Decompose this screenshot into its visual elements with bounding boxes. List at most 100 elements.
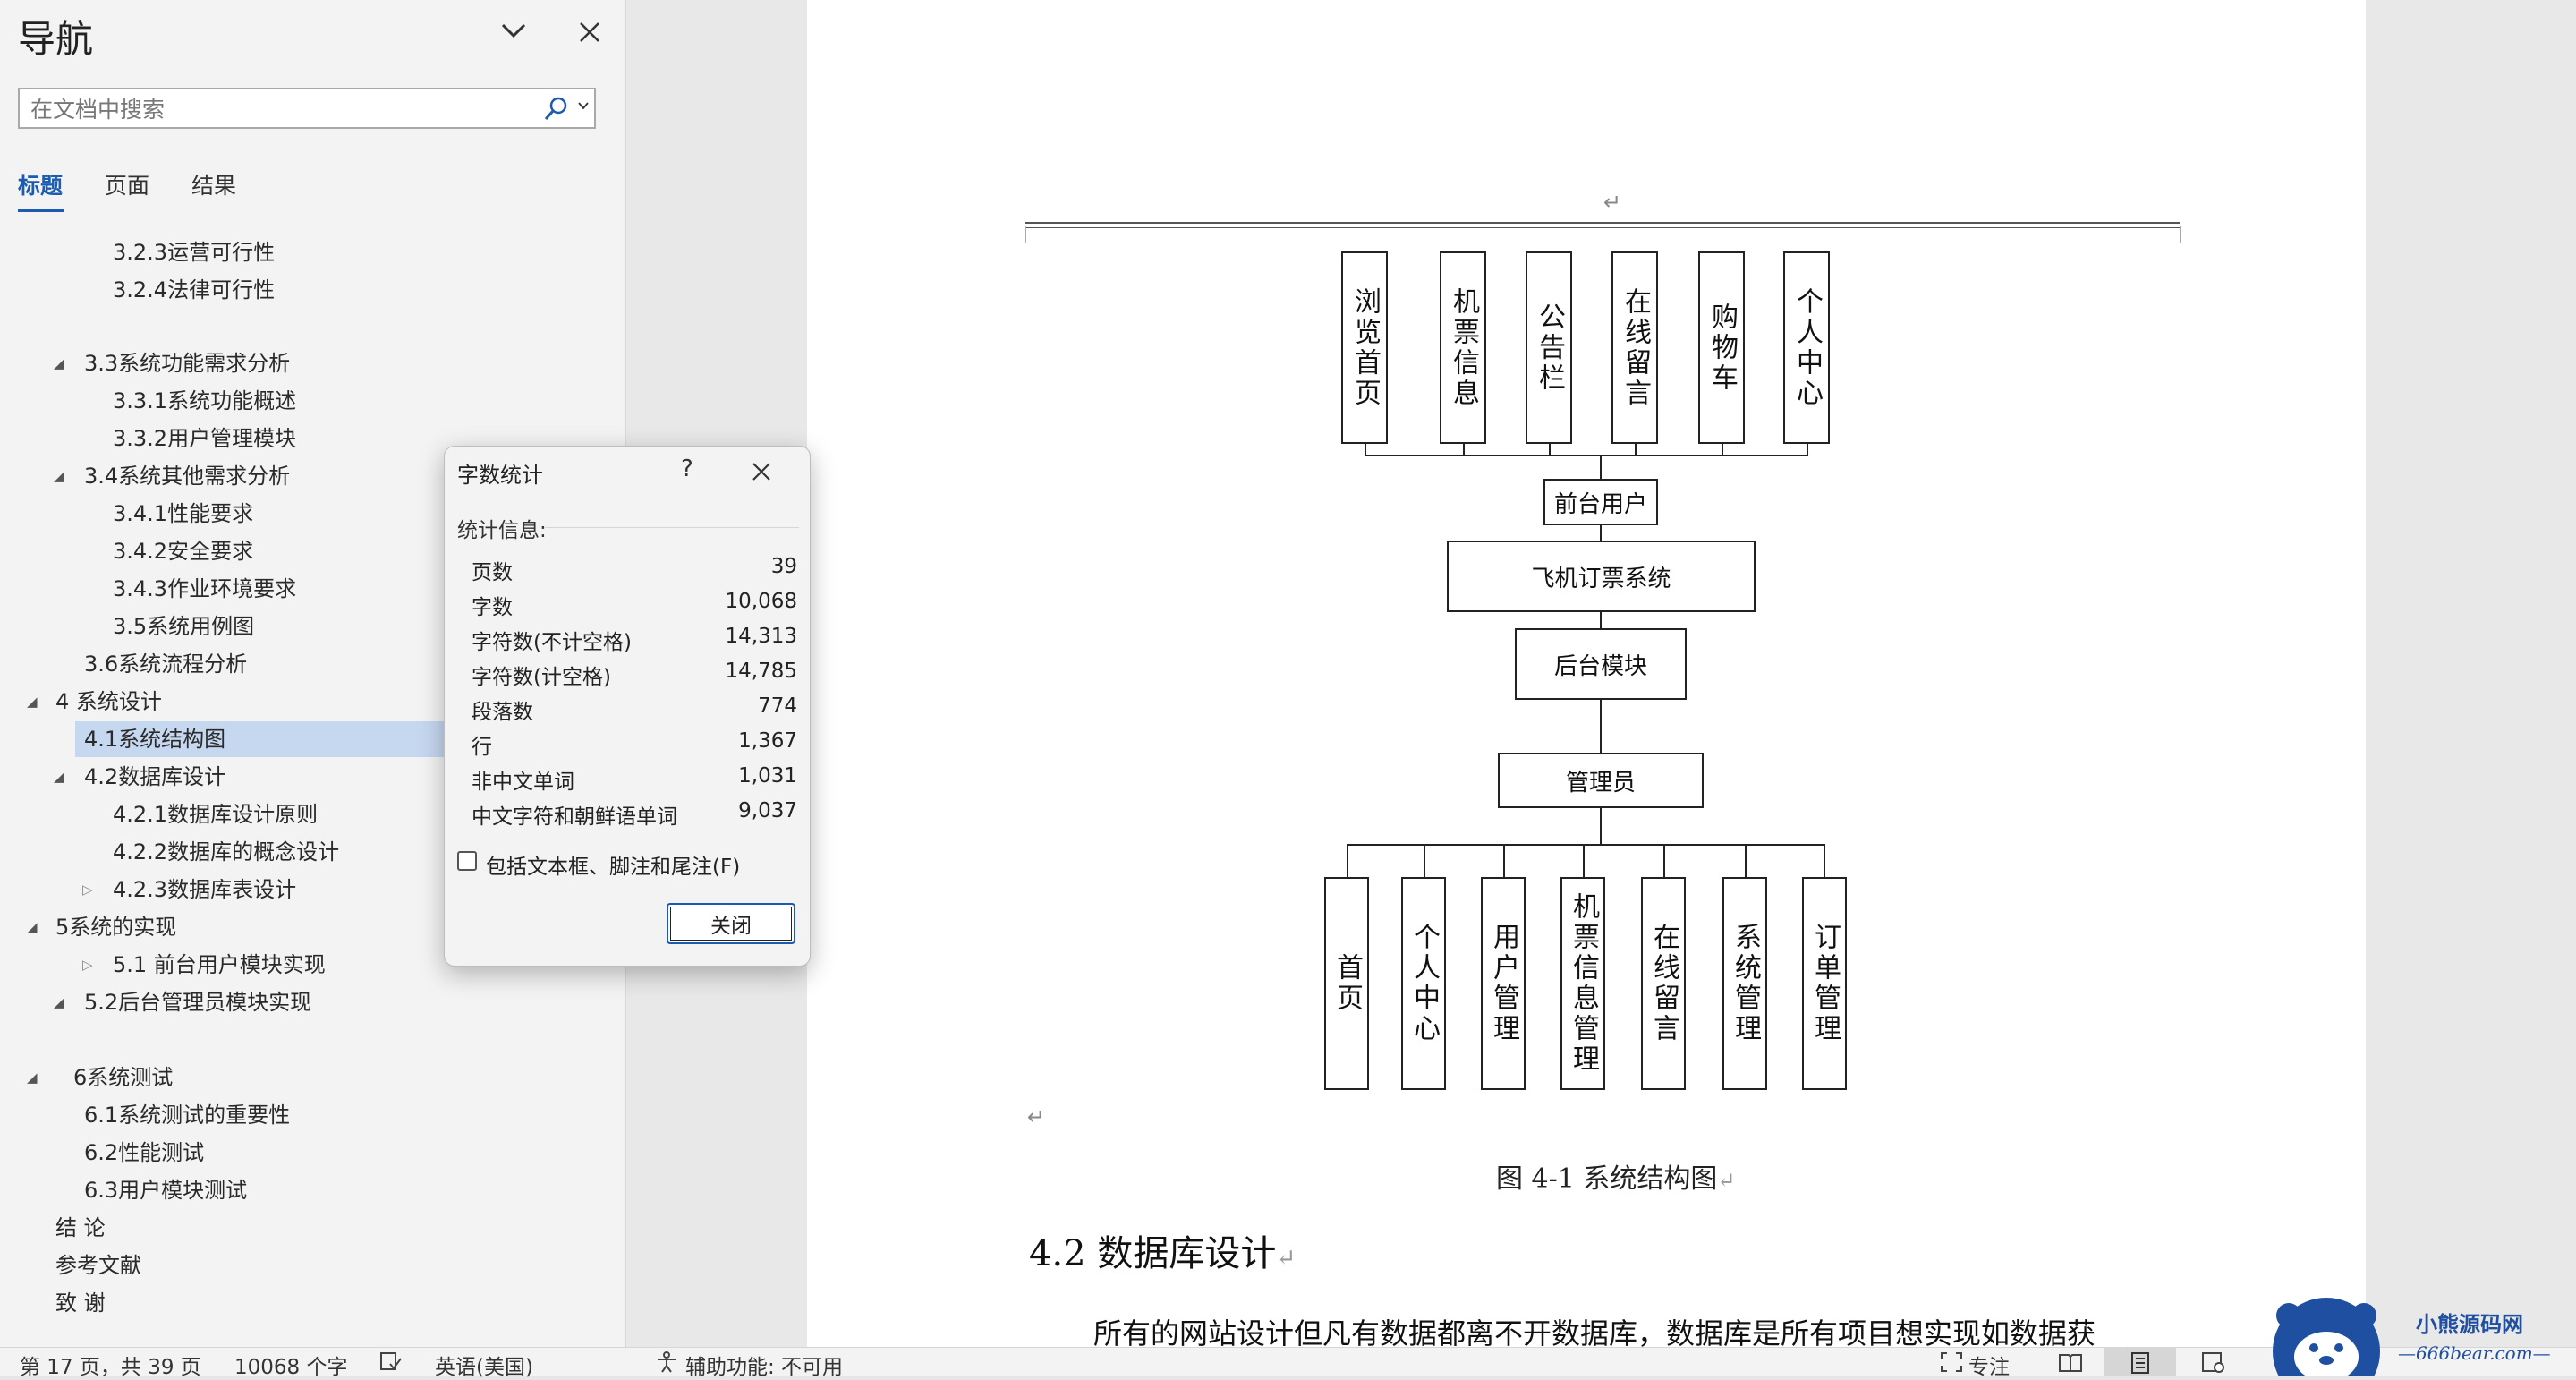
right-gutter [2366,0,2576,1347]
tab-underline [18,209,64,212]
include-textbox-checkbox[interactable] [457,851,477,871]
paragraph-mark-icon: ↵ [1603,190,1622,215]
stat-row: 字符数(不计空格)14,313 [472,625,797,654]
connector [1600,700,1602,754]
module-home: 首页 [1324,877,1369,1090]
collapse-triangle-icon[interactable]: ◢ [27,1069,38,1086]
connector [1503,844,1505,878]
section-heading[interactable]: 4.2 数据库设计↵ [1029,1233,1297,1274]
help-button[interactable]: ? [681,456,693,482]
outline-item[interactable]: 3.6系统流程分析 [84,652,248,677]
connector [1347,844,1825,846]
front-user-box: 前台用户 [1543,479,1658,525]
margin-mark [2180,226,2181,243]
outline-item[interactable]: 3.3系统功能需求分析 [84,351,291,376]
outline-item[interactable]: 3.3.2用户管理模块 [113,426,297,451]
collapse-triangle-icon[interactable]: ◢ [54,769,64,785]
close-icon[interactable] [578,16,601,52]
connector [1824,844,1825,878]
outline-item[interactable]: 6.2性能测试 [84,1140,205,1165]
header-rule [1025,222,2180,224]
collapse-triangle-icon[interactable]: ◢ [27,694,38,710]
search-box [18,88,596,129]
outline-item-selected[interactable]: 4.1系统结构图 [75,721,453,757]
expand-triangle-icon[interactable]: ▷ [82,882,93,898]
collapse-triangle-icon[interactable]: ◢ [27,919,38,935]
outline-item[interactable]: 致 谢 [55,1291,106,1316]
module-user-management: 用户管理 [1481,877,1526,1090]
connector [1600,525,1602,541]
collapse-triangle-icon[interactable]: ◢ [54,468,64,484]
outline-item[interactable]: 5系统的实现 [55,915,177,940]
chevron-down-icon[interactable] [499,16,528,53]
outline-item[interactable]: 3.5系统用例图 [113,614,255,639]
outline-item[interactable]: 6.1系统测试的重要性 [84,1103,291,1128]
connector [1424,844,1425,878]
collapse-triangle-icon[interactable]: ◢ [54,994,64,1010]
outline-item[interactable]: 6系统测试 [73,1065,174,1090]
stat-row: 字符数(计空格)14,785 [472,660,797,689]
watermark-url: —666bear.com— [2398,1342,2551,1364]
outline-item[interactable]: 结 论 [55,1215,106,1240]
tab-pages[interactable]: 页面 [105,173,150,199]
outline-item[interactable]: 5.2后台管理员模块实现 [84,990,312,1015]
web-layout-icon[interactable] [2201,1351,2226,1378]
outline-item[interactable]: 3.4.2安全要求 [113,539,254,564]
outline-item[interactable]: 3.2.3运营可行性 [113,240,276,265]
tab-results[interactable]: 结果 [191,173,237,199]
outline-item[interactable]: 6.3用户模块测试 [84,1178,248,1203]
status-bar: 第 17 页，共 39 页 10068 个字 英语(美国) 辅助功能: 不可用 … [0,1347,2576,1379]
dialog-title: 字数统计 [457,463,543,488]
proofing-icon[interactable] [379,1351,403,1378]
chevron-down-icon[interactable] [578,97,589,115]
tab-headings[interactable]: 标题 [18,173,64,199]
connector [1635,444,1637,456]
accessibility-icon[interactable] [655,1351,678,1378]
connector [1549,444,1551,456]
close-button[interactable]: 关闭 [667,903,795,944]
collapse-triangle-icon[interactable]: ◢ [54,355,64,371]
module-notice-board: 公告栏 [1526,251,1572,444]
outline-item[interactable]: 5.1 前台用户模块实现 [113,952,326,977]
figure-caption: 图 4-1 系统结构图↵ [1496,1163,1736,1195]
stats-label: 统计信息: [457,519,547,542]
system-box: 飞机订票系统 [1447,541,1756,612]
backend-box: 后台模块 [1515,628,1687,700]
outline-item[interactable]: 4.2.2数据库的概念设计 [113,839,340,865]
margin-mark [1025,226,1026,243]
focus-icon[interactable] [1940,1351,1963,1378]
dialog-close-icon[interactable] [751,452,772,490]
connector [1807,444,1808,456]
outline-item[interactable]: 4.2.3数据库表设计 [113,877,297,902]
print-layout-button[interactable] [2104,1348,2176,1376]
outline-item[interactable]: 3.4系统其他需求分析 [84,464,291,489]
watermark: 小熊源码网 —666bear.com— [2264,1289,2568,1376]
outline-item[interactable]: 参考文献 [55,1253,141,1278]
module-online-message: 在线留言 [1611,251,1658,444]
outline-item[interactable]: 3.2.4法律可行性 [113,277,276,302]
connector [1365,455,1808,456]
search-input[interactable] [29,89,551,129]
module-browse-home: 浏览首页 [1341,251,1388,444]
outline-item[interactable]: 4 系统设计 [55,689,162,714]
connector [1583,844,1585,878]
expand-triangle-icon[interactable]: ▷ [82,957,93,973]
read-mode-icon[interactable] [2058,1351,2083,1378]
search-icon[interactable] [542,95,569,125]
outline-item[interactable]: 3.4.3作业环境要求 [113,576,297,601]
outline-item[interactable]: 3.4.1性能要求 [113,501,254,526]
connector [1600,455,1602,480]
connector [1600,612,1602,629]
outline-item[interactable]: 4.2数据库设计 [84,764,226,789]
outline-item[interactable]: 3.3.1系统功能概述 [113,388,297,413]
outline-item[interactable]: 4.2.1数据库设计原则 [113,802,319,827]
body-paragraph[interactable]: 所有的网站设计但凡有数据都离不开数据库，数据库是所有项目想实现如数据获 [1093,1316,2096,1350]
admin-box: 管理员 [1498,753,1704,808]
watermark-title: 小熊源码网 [2416,1311,2523,1337]
